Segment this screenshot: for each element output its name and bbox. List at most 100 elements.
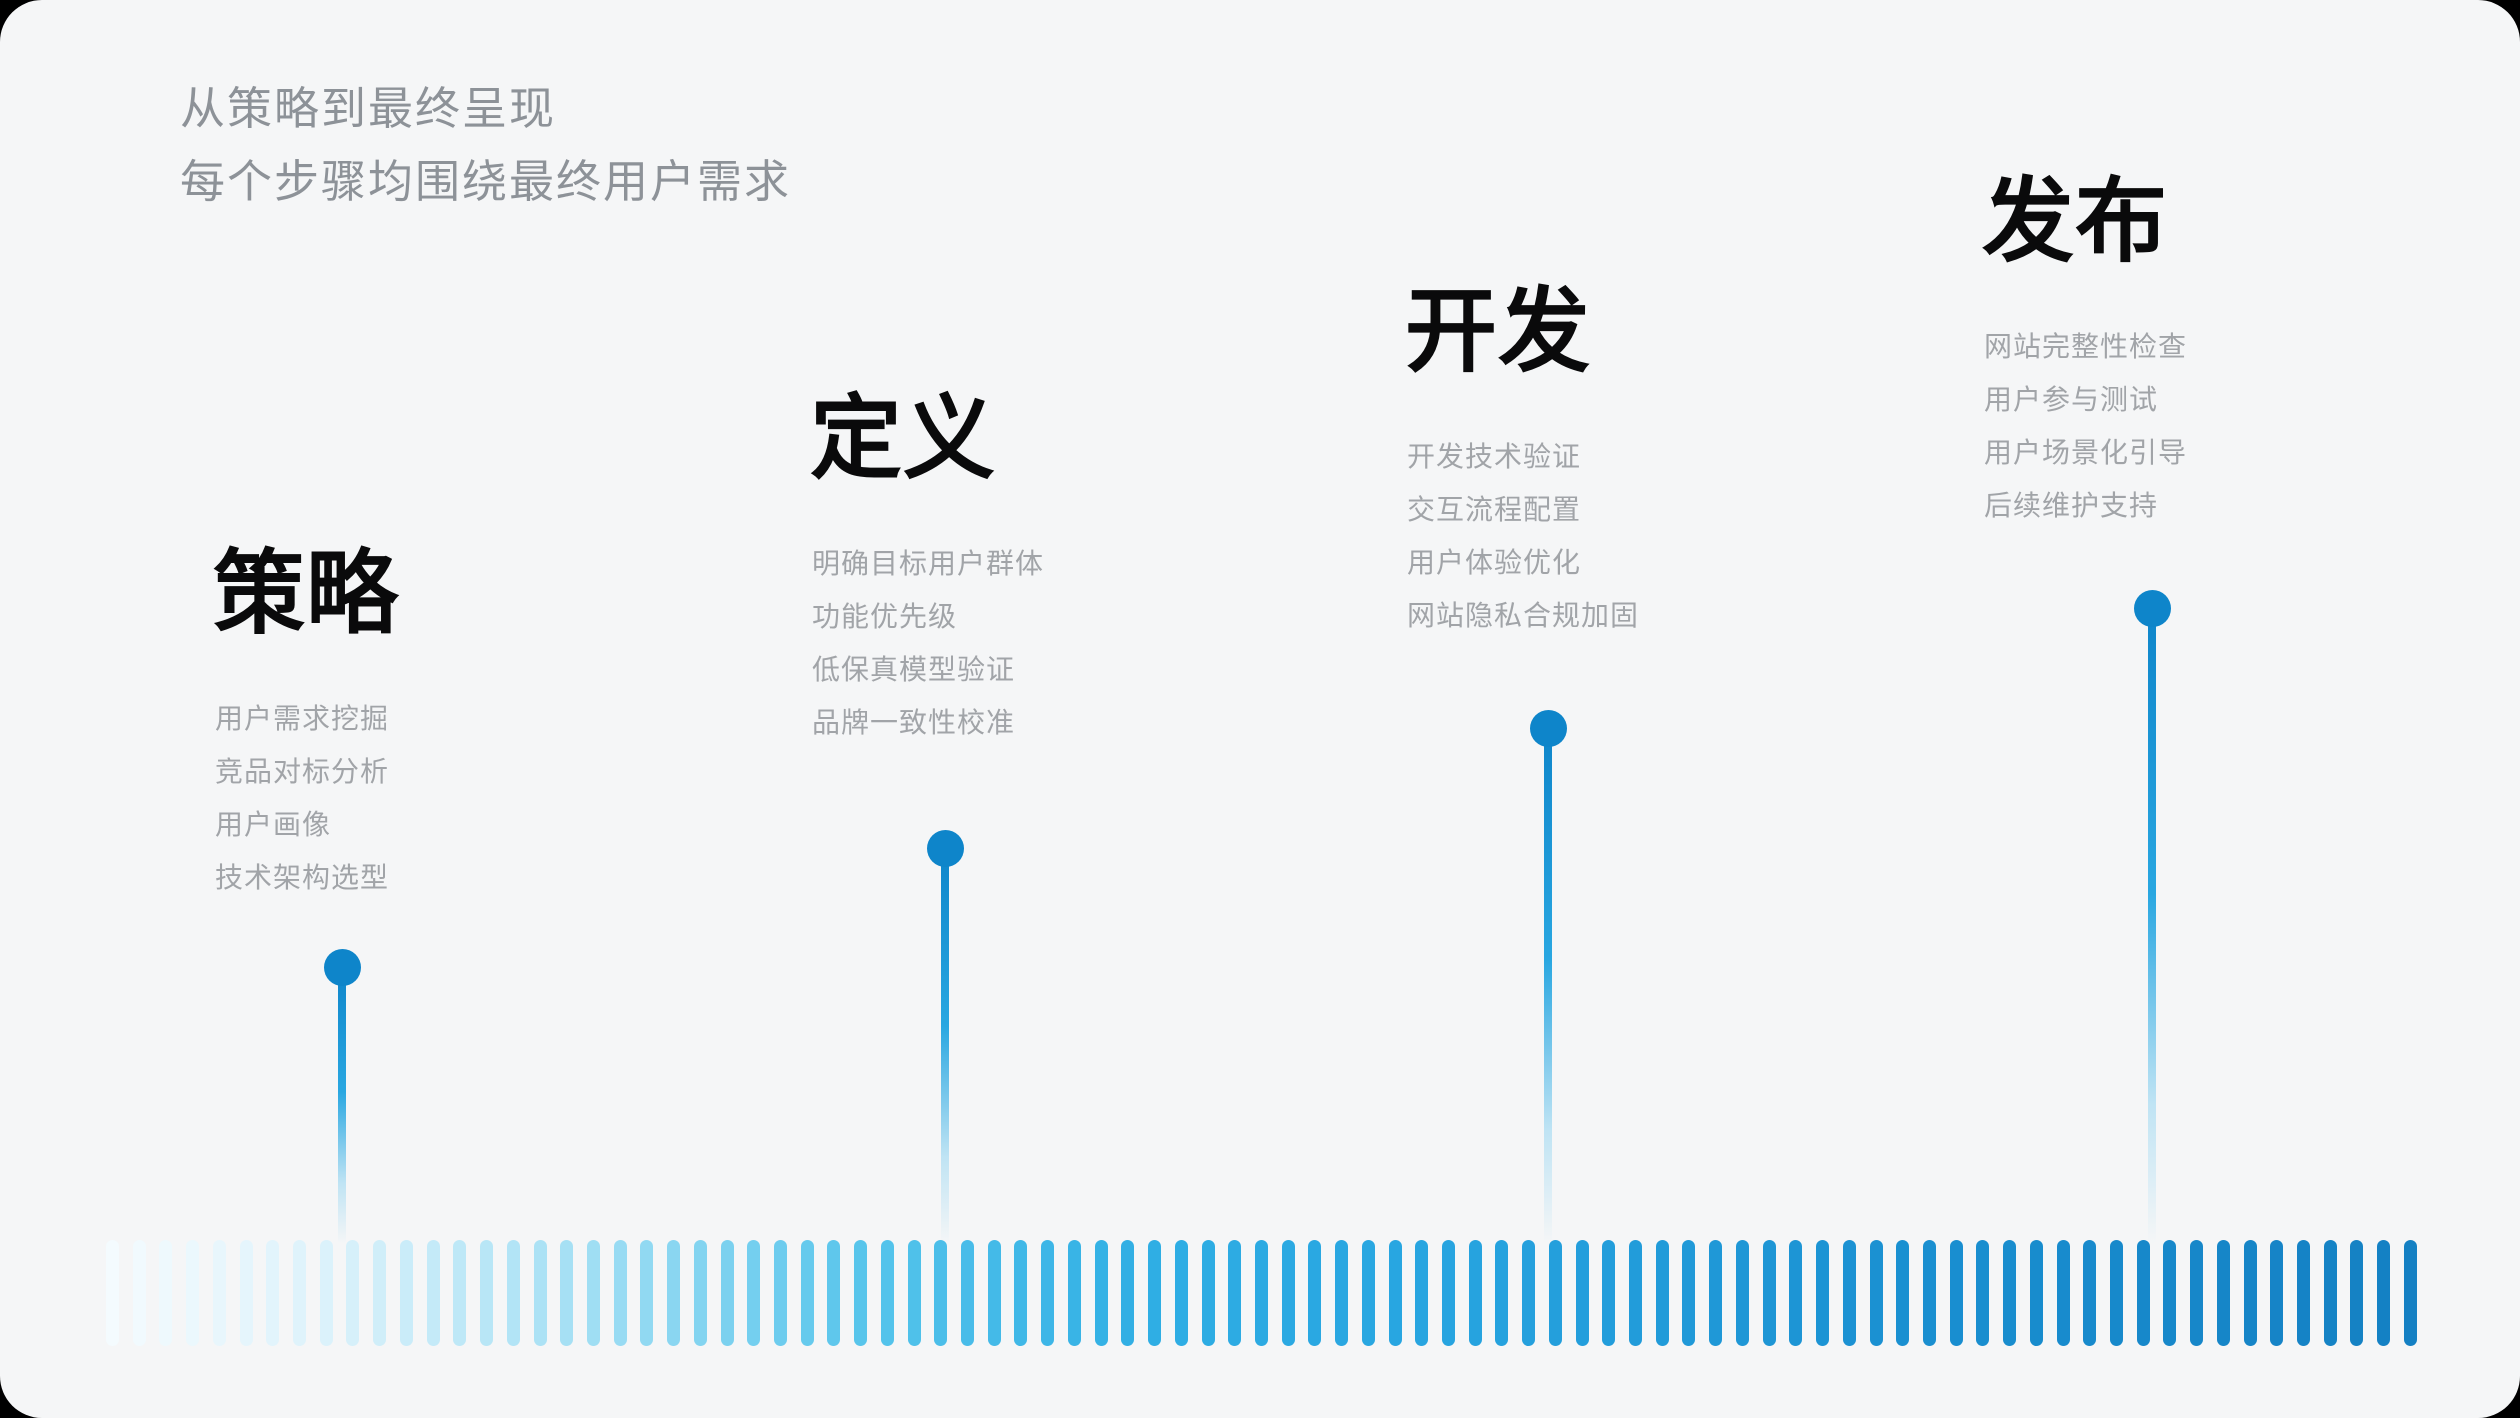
stage-item: 用户场景化引导: [1984, 437, 2188, 468]
timeline-bar: [747, 1240, 760, 1346]
subtitle-line-2: 每个步骤均围绕最终用户需求: [180, 156, 792, 207]
stage-item: 网站完整性检查: [1984, 331, 2188, 362]
timeline-bar: [2270, 1240, 2283, 1346]
timeline-bar: [1228, 1240, 1241, 1346]
timeline-bar: [534, 1240, 547, 1346]
stage-strategy: 策略 用户需求挖掘 竞品对标分析 用户画像 技术架构选型: [213, 546, 399, 904]
timeline-bar: [1736, 1240, 1749, 1346]
timeline-bar: [881, 1240, 894, 1346]
timeline-bar: [320, 1240, 333, 1346]
milestone-stem: [1544, 728, 1552, 1244]
timeline-bar: [2404, 1240, 2417, 1346]
timeline-bar: [1068, 1240, 1081, 1346]
timeline-bar: [2030, 1240, 2043, 1346]
timeline-bar: [1976, 1240, 1989, 1346]
timeline-bar: [1816, 1240, 1829, 1346]
timeline-bar: [1442, 1240, 1455, 1346]
stage-item-list: 网站完整性检查 用户参与测试 用户场景化引导 后续维护支持: [1984, 320, 2187, 532]
subtitle-line-1: 从策略到最终呈现: [180, 83, 557, 134]
timeline-bar: [1121, 1240, 1134, 1346]
timeline-bar: [133, 1240, 146, 1346]
timeline-bar: [667, 1240, 680, 1346]
timeline-bar: [1549, 1240, 1562, 1346]
timeline-bar: [1950, 1240, 1963, 1346]
timeline-bar: [587, 1240, 600, 1346]
stage-item-list: 开发技术验证 交互流程配置 用户体验优化 网站隐私合规加固: [1407, 430, 1639, 642]
timeline-bar: [106, 1240, 119, 1346]
stage-item: 技术架构选型: [215, 862, 390, 893]
milestone-stem: [2148, 608, 2156, 1244]
timeline-bar: [1870, 1240, 1883, 1346]
page-subtitle: 从策略到最终呈现 每个步骤均围绕最终用户需求: [180, 72, 791, 218]
timeline-bar: [1389, 1240, 1402, 1346]
stage-item: 后续维护支持: [1984, 490, 2159, 521]
timeline-bar: [1656, 1240, 1669, 1346]
timeline-bar: [961, 1240, 974, 1346]
milestone-dot: [926, 829, 964, 867]
timeline-bar: [2057, 1240, 2070, 1346]
timeline-bar: [934, 1240, 947, 1346]
timeline-bar: [1709, 1240, 1722, 1346]
timeline-bar: [694, 1240, 707, 1346]
timeline-bar: [2297, 1240, 2310, 1346]
stage-launch: 发布 网站完整性检查 用户参与测试 用户场景化引导 后续维护支持: [1982, 174, 2187, 532]
milestone-dot: [2133, 589, 2171, 627]
timeline-bar: [1335, 1240, 1348, 1346]
stage-item: 开发技术验证: [1407, 441, 1582, 472]
timeline-bar: [614, 1240, 627, 1346]
timeline-bar: [1095, 1240, 1108, 1346]
timeline-bar: [988, 1240, 1001, 1346]
timeline-bar: [213, 1240, 226, 1346]
stage-item-list: 明确目标用户群体 功能优先级 低保真模型验证 品牌一致性校准: [812, 537, 1044, 749]
timeline-bar: [427, 1240, 440, 1346]
stage-item: 用户需求挖掘: [215, 703, 390, 734]
milestone-dot: [323, 948, 361, 986]
timeline-bar: [2110, 1240, 2123, 1346]
stage-title: 发布: [1982, 171, 2169, 273]
stage-title: 策略: [213, 543, 400, 645]
stage-item: 用户画像: [215, 809, 332, 840]
timeline-bar: [1415, 1240, 1428, 1346]
timeline-bar: [373, 1240, 386, 1346]
timeline-bar: [1041, 1240, 1054, 1346]
timeline-bar: [2003, 1240, 2016, 1346]
timeline-bar: [1495, 1240, 1508, 1346]
timeline-bar: [2350, 1240, 2363, 1346]
stage-item: 网站隐私合规加固: [1407, 600, 1640, 631]
timeline-bar: [1629, 1240, 1642, 1346]
milestone-dot: [1529, 709, 1567, 747]
timeline-bar: [1923, 1240, 1936, 1346]
timeline-bar: [2377, 1240, 2390, 1346]
timeline-bar: [2137, 1240, 2150, 1346]
timeline-bar: [1682, 1240, 1695, 1346]
timeline-bar: [774, 1240, 787, 1346]
milestone-stem: [338, 967, 346, 1244]
timeline-bar: [2217, 1240, 2230, 1346]
timeline-bar: [240, 1240, 253, 1346]
timeline-bar: [827, 1240, 840, 1346]
timeline-bar: [908, 1240, 921, 1346]
timeline-bar: [1763, 1240, 1776, 1346]
timeline-bar: [2163, 1240, 2176, 1346]
timeline-bar: [1175, 1240, 1188, 1346]
timeline-bar: [1789, 1240, 1802, 1346]
stage-item: 竞品对标分析: [215, 756, 390, 787]
stage-item: 明确目标用户群体: [812, 548, 1045, 579]
timeline-bar: [1522, 1240, 1535, 1346]
timeline-bar: [1282, 1240, 1295, 1346]
stage-item: 品牌一致性校准: [812, 707, 1016, 738]
stage-item-list: 用户需求挖掘 竞品对标分析 用户画像 技术架构选型: [215, 692, 399, 904]
timeline-bar: [453, 1240, 466, 1346]
timeline-bar: [2324, 1240, 2337, 1346]
timeline-bar: [2244, 1240, 2257, 1346]
timeline-bar: [266, 1240, 279, 1346]
timeline-bar: [2083, 1240, 2096, 1346]
timeline-bar: [2190, 1240, 2203, 1346]
timeline-bar: [854, 1240, 867, 1346]
timeline-bar: [1202, 1240, 1215, 1346]
timeline-bar: [1255, 1240, 1268, 1346]
stage-title: 开发: [1405, 281, 1592, 383]
timeline-bar: [507, 1240, 520, 1346]
timeline-bar: [159, 1240, 172, 1346]
